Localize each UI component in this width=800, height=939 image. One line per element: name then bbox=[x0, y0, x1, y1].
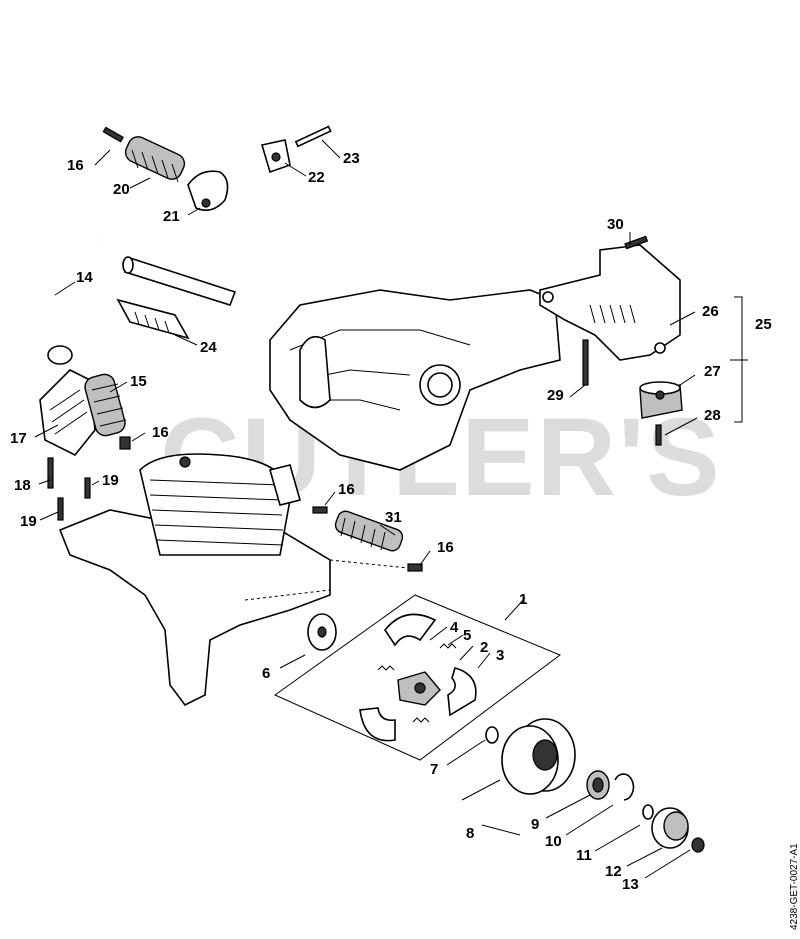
damper-27 bbox=[639, 381, 683, 419]
callout-8: 8 bbox=[466, 825, 474, 842]
screw-18 bbox=[47, 457, 54, 489]
callout-16d: 16 bbox=[437, 539, 454, 556]
callout-2: 2 bbox=[480, 639, 488, 656]
screw-16-mid bbox=[312, 506, 328, 514]
handle-bracket bbox=[187, 170, 229, 211]
clutch-kit-frame bbox=[274, 594, 562, 761]
callout-20: 20 bbox=[113, 181, 130, 198]
callout-9: 9 bbox=[531, 816, 539, 833]
screw-28 bbox=[655, 424, 662, 446]
callout-6: 6 bbox=[262, 665, 270, 682]
callout-25: 25 bbox=[755, 316, 772, 333]
clutch-carrier bbox=[397, 671, 441, 706]
tension-spring-5 bbox=[377, 643, 457, 723]
fan-housing bbox=[269, 289, 561, 471]
callout-29: 29 bbox=[547, 387, 564, 404]
buffer-spring-31 bbox=[334, 510, 404, 552]
washer-6 bbox=[307, 613, 337, 651]
callout-22: 22 bbox=[308, 169, 325, 186]
screw-30 bbox=[624, 235, 649, 250]
callout-3: 3 bbox=[496, 647, 504, 664]
callout-26: 26 bbox=[702, 303, 719, 320]
av-buffer-spring bbox=[84, 373, 127, 437]
av-support-assembly bbox=[539, 244, 681, 361]
clutch-shoe-right bbox=[447, 667, 477, 717]
handle-tube bbox=[122, 256, 237, 306]
screw-19b bbox=[57, 497, 64, 521]
callout-23: 23 bbox=[343, 150, 360, 167]
callout-31: 31 bbox=[385, 509, 402, 526]
callout-17: 17 bbox=[10, 430, 27, 447]
clutch-shoe-top bbox=[384, 613, 437, 647]
screw-16-top bbox=[102, 126, 124, 143]
nut-13 bbox=[691, 837, 705, 853]
drawing-code: 4238-GET-0027-A1 bbox=[789, 843, 800, 930]
av-mount-bracket bbox=[39, 369, 96, 457]
callout-7: 7 bbox=[430, 761, 438, 778]
callout-16a: 16 bbox=[67, 157, 84, 174]
screw-16-right bbox=[407, 563, 423, 572]
e-clip-10 bbox=[614, 773, 635, 801]
heat-shield bbox=[116, 298, 190, 340]
callout-24: 24 bbox=[200, 339, 217, 356]
washer-11 bbox=[642, 804, 654, 820]
callout-28: 28 bbox=[704, 407, 721, 424]
screw-19a bbox=[84, 477, 91, 499]
callout-14: 14 bbox=[76, 269, 93, 286]
callout-19a: 19 bbox=[102, 472, 119, 489]
callout-15: 15 bbox=[130, 373, 147, 390]
callout-30: 30 bbox=[607, 216, 624, 233]
screw-29 bbox=[582, 339, 589, 386]
buffer-spring bbox=[124, 136, 186, 183]
callout-18: 18 bbox=[14, 477, 31, 494]
screw-23 bbox=[294, 125, 332, 148]
callouts: 1 2 3 4 5 6 7 8 9 10 11 12 13 14 15 16 1… bbox=[10, 150, 772, 893]
handle-clamp bbox=[260, 139, 291, 174]
front-handle-bar bbox=[20, 20, 260, 365]
callout-11: 11 bbox=[576, 847, 592, 864]
callout-16c: 16 bbox=[338, 481, 355, 498]
leader-lines bbox=[34, 139, 748, 879]
clutch-shoe-bottom bbox=[359, 707, 396, 742]
callout-10: 10 bbox=[545, 833, 562, 850]
callout-13: 13 bbox=[622, 876, 639, 893]
needle-cage-9 bbox=[586, 770, 610, 800]
callout-27: 27 bbox=[704, 363, 721, 380]
cover-12 bbox=[651, 807, 689, 849]
callout-1: 1 bbox=[519, 591, 527, 608]
screw-16-left bbox=[119, 436, 131, 450]
axis-line-1 bbox=[329, 559, 409, 569]
callout-19b: 19 bbox=[20, 513, 37, 530]
callout-4: 4 bbox=[450, 619, 459, 636]
crankcase bbox=[58, 453, 331, 707]
clutch-drum bbox=[501, 718, 576, 795]
axis-line-2 bbox=[244, 589, 331, 601]
callout-12: 12 bbox=[605, 863, 622, 880]
washer-7 bbox=[485, 726, 499, 744]
callout-21: 21 bbox=[163, 208, 180, 225]
callout-16b: 16 bbox=[152, 424, 169, 441]
callout-5: 5 bbox=[463, 627, 471, 644]
